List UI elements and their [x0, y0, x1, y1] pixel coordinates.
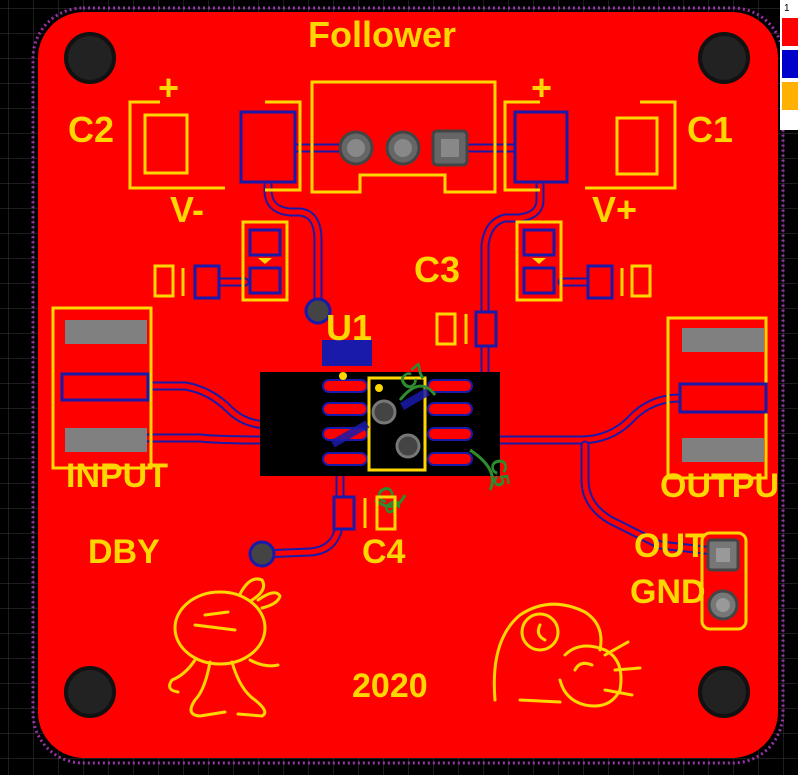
layer-panel[interactable]: 1 — [780, 0, 798, 130]
ic-u1-via-1[interactable] — [371, 399, 397, 425]
ic-u1-top-marker — [322, 340, 372, 366]
bunny-art-left — [168, 577, 282, 718]
bunny-art-right — [492, 602, 642, 708]
mounting-hole-top-left[interactable] — [64, 32, 116, 84]
board-title: Follower — [308, 14, 456, 55]
header-pin-out-hole — [716, 548, 730, 562]
left-diode-pad-top[interactable] — [248, 228, 282, 257]
layer-swatch-bottom[interactable] — [782, 50, 798, 78]
label-output: OUTPU — [660, 467, 779, 505]
c1-pad-right[interactable] — [513, 110, 569, 184]
c1-pad-silk — [503, 100, 540, 192]
c2-pad-left[interactable] — [239, 110, 297, 184]
output-pad-top[interactable] — [682, 328, 764, 352]
power-connector-pin-2-hole — [394, 139, 412, 157]
input-pad-top[interactable] — [65, 320, 147, 344]
right-diode-pad-top[interactable] — [522, 228, 556, 257]
ic-u1-via-2[interactable] — [395, 433, 421, 459]
right-diode-silk — [515, 220, 563, 302]
ic-u1-inner-dot — [375, 384, 383, 392]
ic-u1-pin1-dot — [339, 372, 347, 380]
layer-swatch-top[interactable] — [782, 18, 798, 46]
input-pad-bottom[interactable] — [65, 428, 147, 452]
via-c4[interactable] — [248, 540, 276, 568]
label-author: DBY — [88, 533, 160, 571]
c3-pad[interactable] — [474, 310, 498, 348]
left-diode-pad-bottom[interactable] — [248, 266, 282, 295]
mounting-hole-bottom-right[interactable] — [698, 666, 750, 718]
power-connector-pin-3-hole — [441, 139, 459, 157]
label-c4: C4 — [362, 533, 406, 571]
right-diode-mark — [532, 258, 546, 264]
mounting-hole-top-right[interactable] — [698, 32, 750, 84]
header-silk — [700, 531, 748, 631]
output-pad-signal[interactable] — [678, 382, 768, 414]
label-c3: C3 — [414, 249, 460, 290]
label-c1: C1 — [687, 109, 733, 150]
c1-body[interactable] — [615, 116, 659, 176]
power-connector-outline — [310, 80, 497, 194]
bottom-layer-marks — [330, 388, 430, 448]
label-gnd: GND — [630, 573, 706, 611]
output-pad-bottom[interactable] — [682, 438, 764, 462]
right-resistor-pad[interactable] — [586, 264, 614, 300]
left-resistor-pad[interactable] — [193, 264, 221, 300]
right-resistor-silk — [630, 264, 652, 298]
c2-plus-sign: + — [158, 67, 179, 108]
label-out: OUT — [634, 527, 706, 565]
label-v-plus: V+ — [592, 189, 637, 230]
layer-panel-number: 1 — [784, 3, 790, 14]
left-resistor-silk — [153, 264, 175, 298]
via-u1-left[interactable] — [304, 297, 332, 325]
c1-silk-outline — [585, 100, 677, 190]
left-diode-mark — [258, 258, 272, 264]
label-year: 2020 — [352, 667, 428, 705]
green-label-c5: C5 — [485, 457, 515, 489]
label-input: INPUT — [66, 457, 168, 495]
c2-body[interactable] — [143, 113, 189, 175]
input-connector-silk — [51, 306, 153, 470]
c2-silk-outline — [128, 100, 225, 190]
layer-swatch-silk[interactable] — [782, 82, 798, 110]
c4-silk — [375, 495, 397, 531]
board-outline — [31, 6, 785, 765]
left-diode-silk — [241, 220, 289, 302]
c1-plus-sign: + — [531, 67, 552, 108]
label-v-minus: V- — [170, 189, 204, 230]
ic-u1-silk-outline — [367, 376, 427, 472]
right-diode-pad-bottom[interactable] — [522, 266, 556, 295]
label-c2: C2 — [68, 109, 114, 150]
ic-u1-pins[interactable] — [322, 379, 473, 466]
c4-pad[interactable] — [332, 495, 356, 531]
mounting-hole-bottom-left[interactable] — [64, 666, 116, 718]
header-pin-gnd-hole — [716, 598, 730, 612]
c2-pad-silk — [265, 100, 302, 192]
input-pad-signal[interactable] — [60, 372, 150, 402]
label-u1: U1 — [326, 307, 372, 348]
c3-silk — [435, 312, 457, 346]
power-connector-pin-1-hole — [347, 139, 365, 157]
